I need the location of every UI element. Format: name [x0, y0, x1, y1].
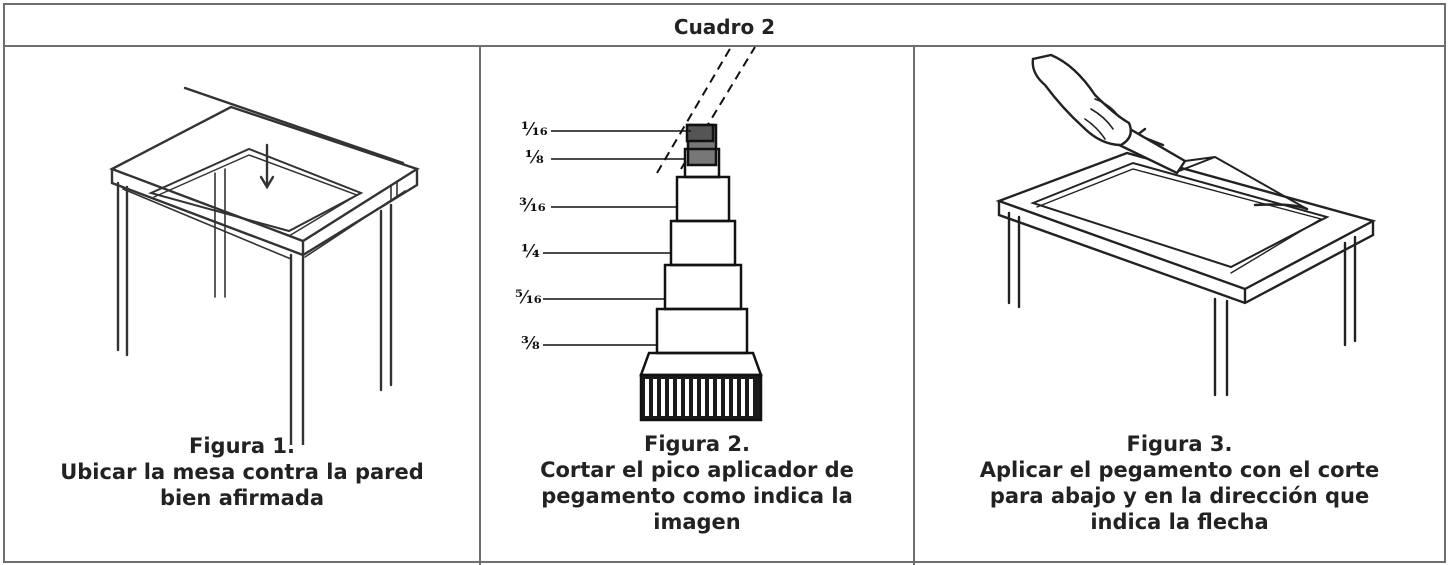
- figure-3-cell: Figura 3. Aplicar el pegamento con el co…: [915, 45, 1444, 565]
- figure-1-title: Figura 1.: [189, 434, 295, 458]
- figure-2-line-1: Cortar el pico aplicador de: [540, 458, 854, 482]
- tip-label-1-4: ¼: [521, 241, 540, 262]
- tip-label-1-8: ⅛: [525, 147, 544, 168]
- figure-1-caption: Figura 1. Ubicar la mesa contra la pared…: [5, 433, 479, 511]
- table-drawing: [109, 86, 420, 445]
- figure-1-cell: Figura 1. Ubicar la mesa contra la pared…: [5, 45, 481, 565]
- figure-1-line-2: bien afirmada: [159, 486, 325, 510]
- tip-label-3-16: ³⁄₁₆: [519, 195, 546, 216]
- figure-3-title: Figura 3.: [1126, 432, 1233, 456]
- figure-2-line-3: imagen: [653, 510, 741, 534]
- tip-label-1-16: ¹⁄₁₆: [521, 119, 548, 140]
- table-title-row: Cuadro 2: [5, 5, 1444, 47]
- figure-1-line-1: Ubicar la mesa contra la pared: [60, 460, 424, 484]
- tip-label-3-8: ⅜: [521, 333, 540, 354]
- figure-3-line-2: para abajo y en la dirección que: [989, 484, 1370, 508]
- applicator-tip-drawing: ¹⁄₁₆ ⅛ ³⁄₁₆ ¼ ⁵⁄₁₆ ⅜: [515, 46, 763, 422]
- figure-2-cell: ¹⁄₁₆ ⅛ ³⁄₁₆ ¼ ⁵⁄₁₆ ⅜ Figura 2. Cortar el…: [481, 45, 915, 565]
- tip-label-5-16: ⁵⁄₁₆: [515, 287, 542, 308]
- figure-3-caption: Figura 3. Aplicar el pegamento con el co…: [915, 431, 1444, 535]
- figure-2-caption: Figura 2. Cortar el pico aplicador de pe…: [481, 431, 913, 535]
- figure-2-title: Figura 2.: [644, 432, 750, 456]
- figure-3-line-1: Aplicar el pegamento con el corte: [979, 458, 1380, 482]
- glue-application-drawing: [995, 53, 1377, 397]
- figures-table: Cuadro 2: [3, 3, 1446, 565]
- figure-3-line-3: indica la flecha: [1090, 510, 1269, 534]
- figure-2-line-2: pegamento como indica la: [541, 484, 853, 508]
- table-title: Cuadro 2: [673, 15, 776, 39]
